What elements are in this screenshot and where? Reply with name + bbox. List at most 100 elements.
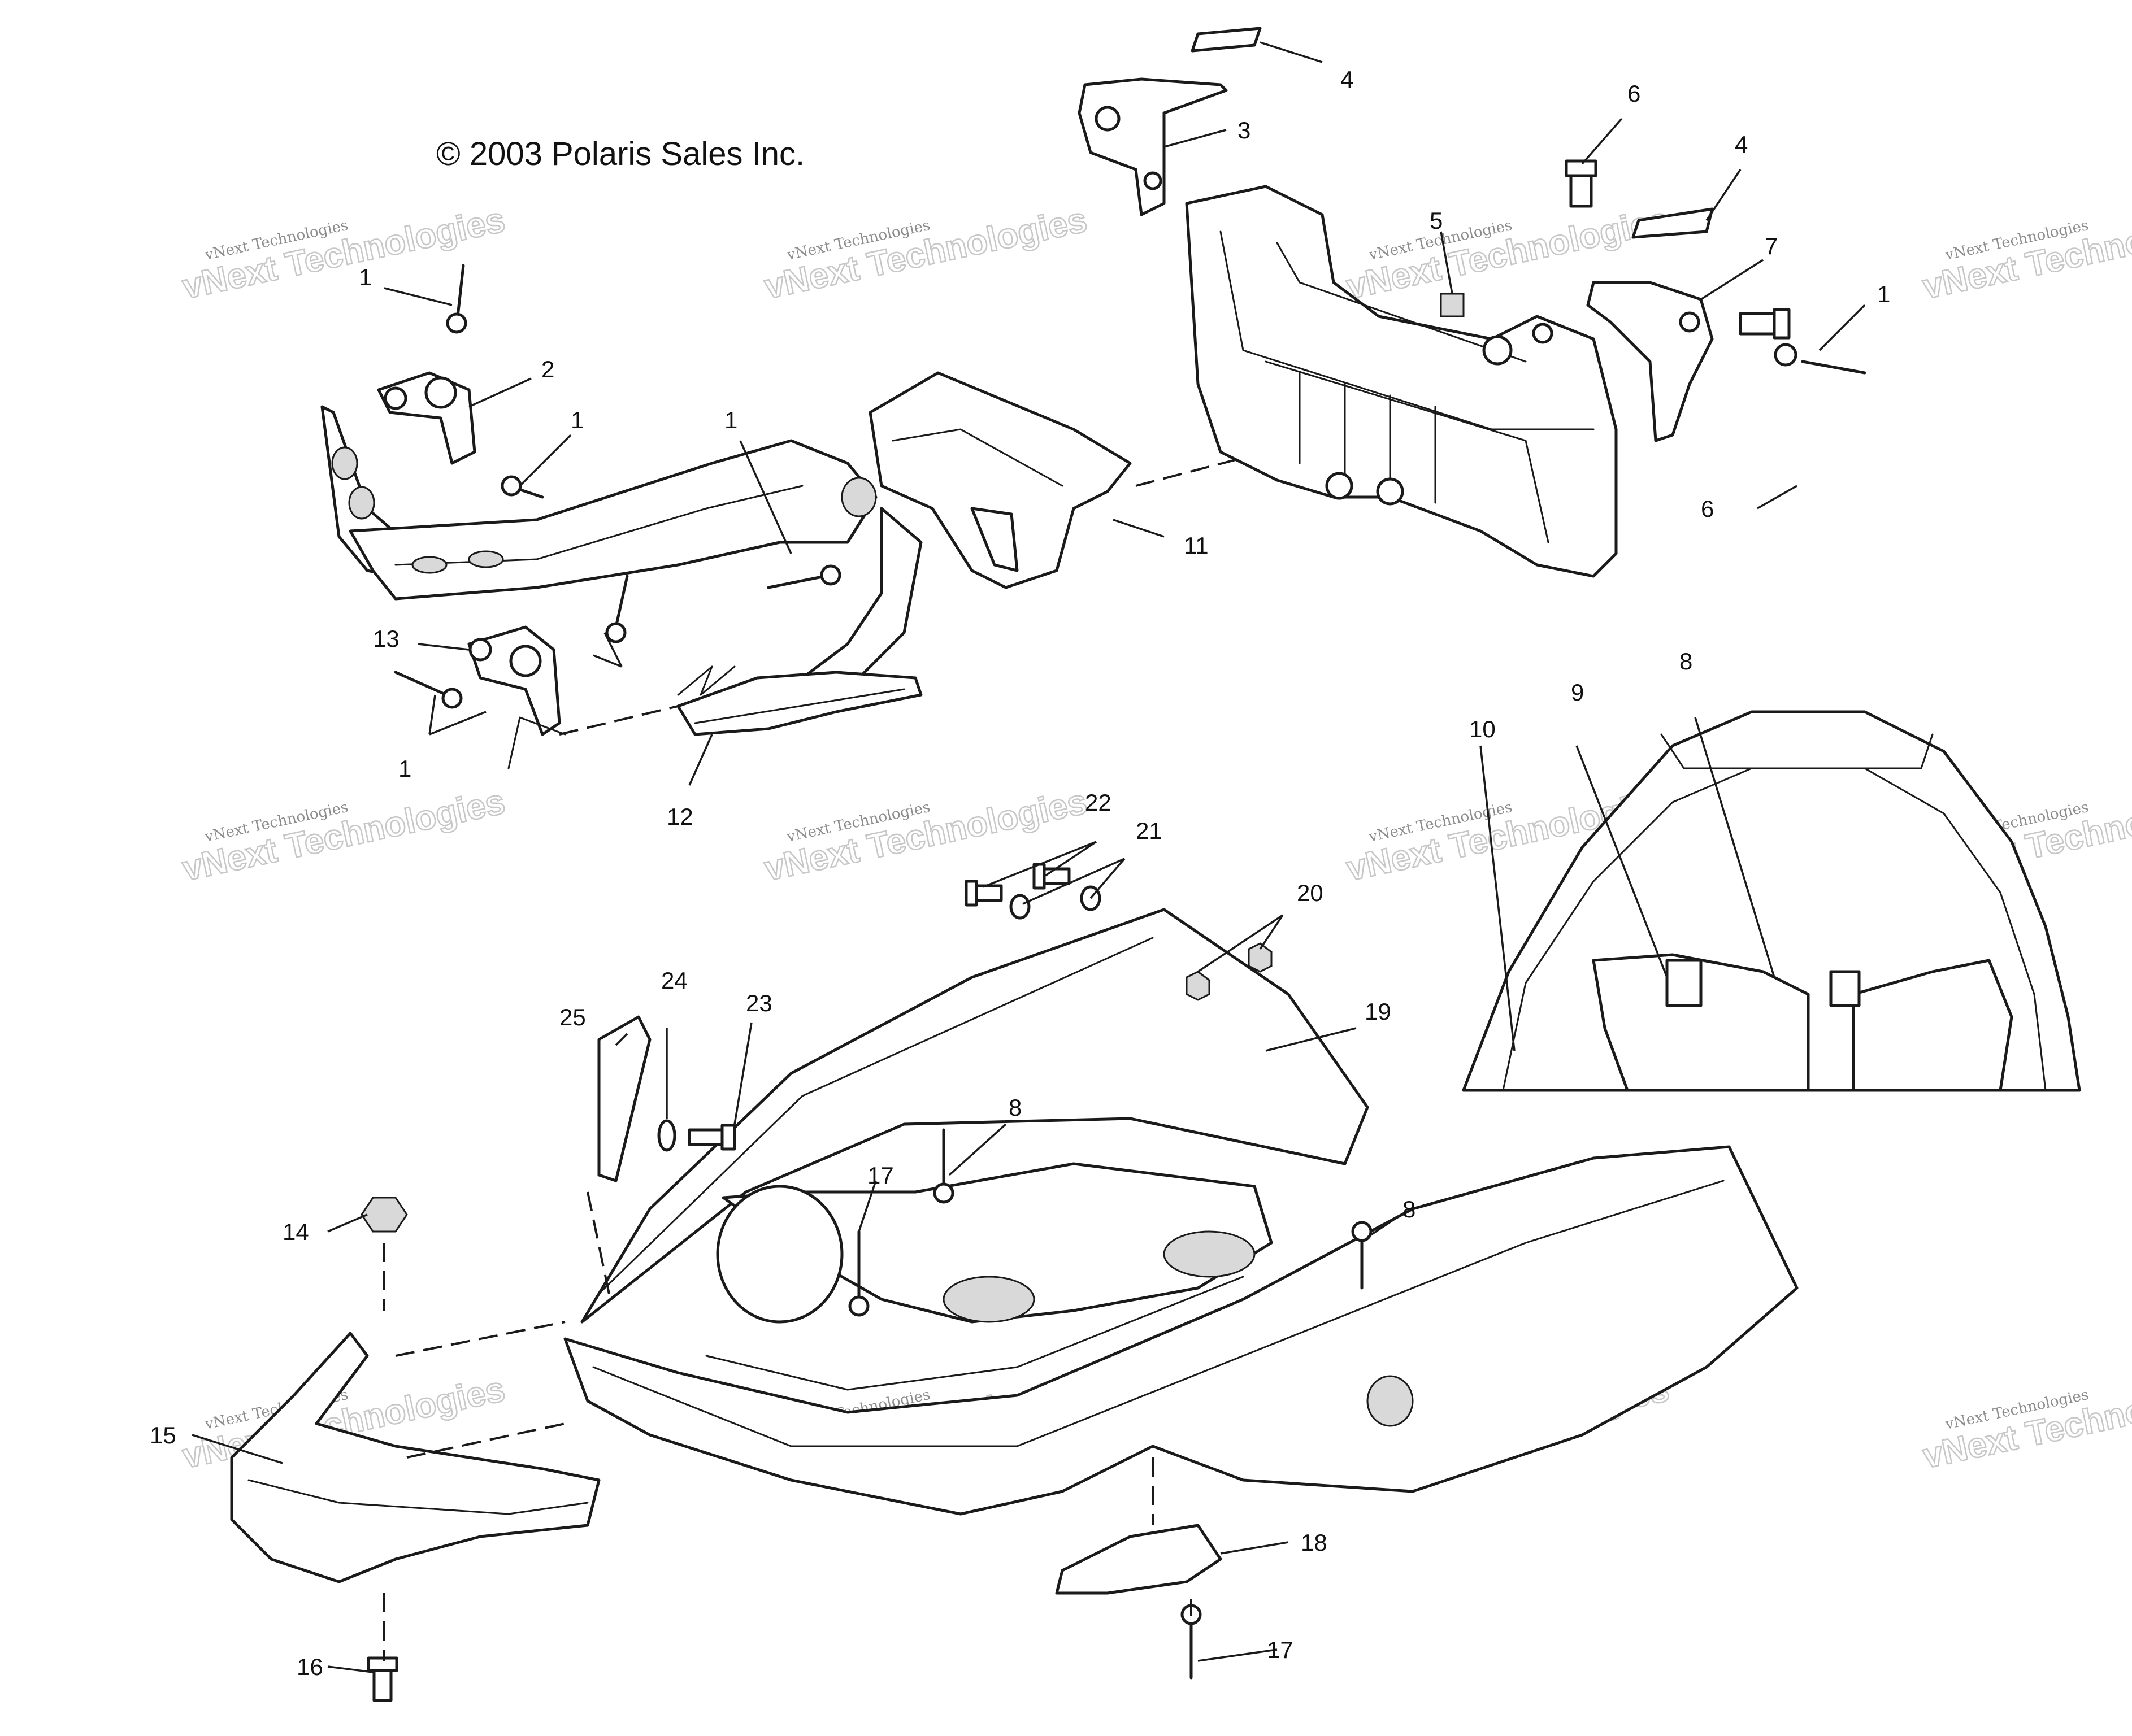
callout-21: 21 xyxy=(1136,817,1162,844)
bracket-hole xyxy=(1679,311,1700,333)
bumper xyxy=(230,1332,601,1583)
decal-4 xyxy=(1191,27,1262,53)
callout-6: 6 xyxy=(1701,495,1714,522)
break-symbol xyxy=(507,716,566,769)
inset-bulkhead xyxy=(1592,953,1810,1092)
washer-24 xyxy=(657,1119,676,1152)
assembly-line xyxy=(559,705,679,736)
inset-bracket xyxy=(1829,970,1861,1007)
bumper-contour xyxy=(247,1479,589,1515)
leader-lines xyxy=(192,41,1866,1673)
callout-7: 7 xyxy=(1765,233,1778,259)
nut-20 xyxy=(1248,942,1273,973)
rivet-17 xyxy=(1180,1604,1202,1680)
pan-hole xyxy=(1366,1375,1414,1427)
bolt-23 xyxy=(688,1124,736,1151)
bracket-hole xyxy=(1143,171,1162,190)
watermark-tile: vNext Technologies vNext Technologies xyxy=(1919,199,2132,307)
callout-9: 9 xyxy=(1571,679,1584,706)
rear-frame-assembly xyxy=(1078,27,1866,578)
watermark-tile: vNext Technologies vNext Technologies xyxy=(179,199,509,307)
tube-hole xyxy=(841,477,877,517)
callouts: 1 2 1 1 13 1 12 11 3 4 6 4 5 7 1 6 8 9 1… xyxy=(150,66,1890,1680)
callout-16: 16 xyxy=(297,1654,323,1680)
callout-12: 12 xyxy=(667,803,693,830)
front-bracket xyxy=(869,371,1132,589)
pan-contour xyxy=(705,1276,1244,1391)
inset-bracket xyxy=(1665,959,1703,1007)
frame-edge xyxy=(1276,242,1527,363)
pan-opening xyxy=(716,1185,844,1324)
frame-hole xyxy=(1482,335,1513,366)
belly-pan xyxy=(563,1145,1799,1516)
rear-frame-body xyxy=(1185,185,1618,578)
bracket-hole xyxy=(384,386,407,410)
plate-hole xyxy=(331,446,358,480)
nut-5 xyxy=(1440,293,1465,317)
pan-contour xyxy=(592,1180,1725,1447)
bracket-hole xyxy=(1095,106,1121,132)
bolt-22 xyxy=(1032,863,1071,890)
belly-pan-assembly xyxy=(230,863,1799,1702)
bracket-edge xyxy=(892,428,1063,487)
callout-6: 6 xyxy=(1627,80,1640,107)
callout-3: 3 xyxy=(1237,117,1250,143)
callout-15: 15 xyxy=(150,1422,176,1448)
foot-rest xyxy=(676,671,923,736)
assembly-line xyxy=(587,1191,611,1300)
frame-hole xyxy=(1376,477,1404,506)
bracket-hole xyxy=(424,376,457,409)
frame-ribs xyxy=(1299,372,1436,504)
assembly-line xyxy=(1135,451,1266,487)
panel-edge xyxy=(598,937,1154,1295)
vent-plate xyxy=(597,1015,652,1182)
break-symbol xyxy=(677,665,736,696)
plate-hole xyxy=(348,486,375,520)
skid-plate xyxy=(1055,1524,1222,1595)
bracket-hole xyxy=(509,645,542,677)
callout-17: 17 xyxy=(867,1162,894,1189)
frame-edge xyxy=(1219,230,1595,430)
callout-24: 24 xyxy=(661,967,688,994)
tube-hole xyxy=(411,556,448,574)
bolt xyxy=(1565,159,1597,208)
bracket-hole xyxy=(468,638,492,662)
callout-1: 1 xyxy=(398,755,411,782)
callout-14: 14 xyxy=(283,1219,309,1245)
callout-22: 22 xyxy=(1085,789,1111,816)
frame-cross-tube xyxy=(349,439,878,601)
callout-1: 1 xyxy=(1877,281,1890,307)
foot-rest-edge xyxy=(694,688,905,724)
rivet xyxy=(767,564,841,589)
upper-panel xyxy=(580,908,1369,1324)
bolt xyxy=(1739,308,1791,340)
tube-contour xyxy=(394,485,804,566)
front-frame-assembly xyxy=(320,264,1132,736)
rivet xyxy=(394,671,463,709)
washer-21 xyxy=(1009,894,1031,920)
callout-23: 23 xyxy=(746,990,772,1016)
watermark-tile: vNext Technologies vNext Technologies xyxy=(761,199,1091,307)
frame-hole xyxy=(1532,323,1553,344)
callout-10: 10 xyxy=(1469,716,1496,742)
frame-edge xyxy=(1265,360,1549,543)
rivet-17 xyxy=(848,1230,870,1317)
detail-inset xyxy=(1462,710,2081,1092)
inset-contour xyxy=(1660,733,1934,769)
bracket-gusset xyxy=(970,507,1019,572)
callout-8: 8 xyxy=(1679,648,1692,675)
callout-25: 25 xyxy=(559,1004,586,1030)
callout-4: 4 xyxy=(1340,66,1353,93)
assembly-line xyxy=(395,1321,566,1357)
bolt-16 xyxy=(367,1656,398,1702)
rivet xyxy=(1774,343,1866,375)
rivet xyxy=(446,264,467,334)
bulkhead-hole xyxy=(943,1276,1035,1323)
tube-hole xyxy=(468,550,504,568)
callout-18: 18 xyxy=(1301,1529,1327,1556)
rivet-8 xyxy=(1351,1221,1373,1290)
bolt-22 xyxy=(965,880,1003,907)
callout-11: 11 xyxy=(1184,532,1209,559)
callout-8: 8 xyxy=(1009,1094,1022,1121)
